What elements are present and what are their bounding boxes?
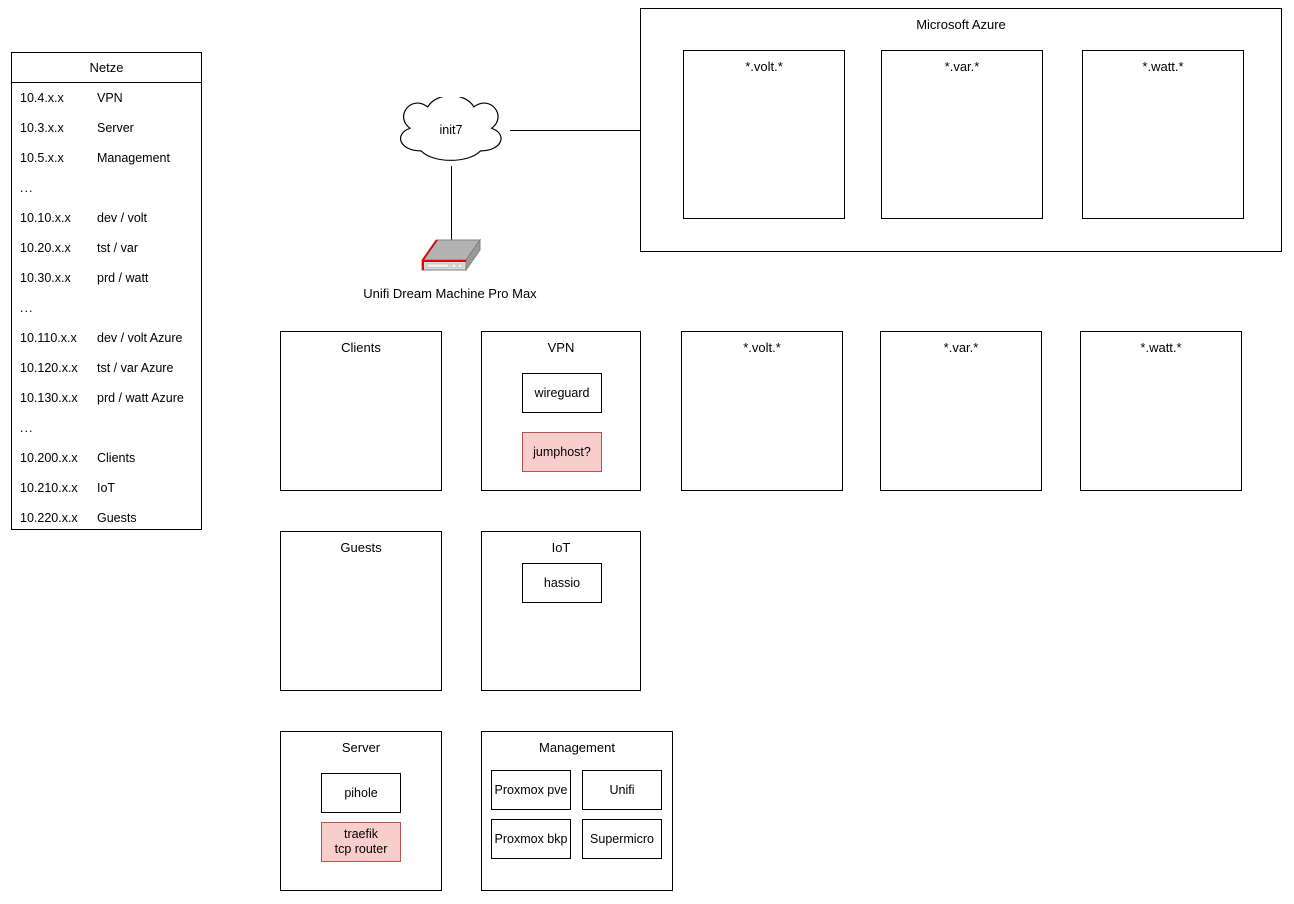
netze-name: tst / var xyxy=(97,241,138,255)
service-proxmox-bkp[interactable]: Proxmox bkp xyxy=(491,819,571,859)
netze-cidr: ... xyxy=(20,421,34,435)
vlan-iot: IoT hassio xyxy=(481,531,641,691)
netze-name: Management xyxy=(97,151,170,165)
netze-cidr: 10.220.x.x xyxy=(20,511,78,525)
service-label: jumphost? xyxy=(533,444,591,459)
vlan-watt: *.watt.* xyxy=(1080,331,1242,491)
service-jumphost[interactable]: jumphost? xyxy=(522,432,602,472)
netze-cidr: 10.4.x.x xyxy=(20,91,64,105)
azure-zone-watt: *.watt.* xyxy=(1082,50,1244,219)
vlan-clients: Clients xyxy=(280,331,442,491)
netze-name: tst / var Azure xyxy=(97,361,174,375)
service-unifi[interactable]: Unifi xyxy=(582,770,662,810)
netze-cidr: 10.3.x.x xyxy=(20,121,64,135)
table-row: 10.110.x.x dev / volt Azure xyxy=(12,323,201,353)
vlan-var: *.var.* xyxy=(880,331,1042,491)
azure-container: Microsoft Azure *.volt.* *.var.* *.watt.… xyxy=(640,8,1282,252)
netze-cidr: 10.30.x.x xyxy=(20,271,71,285)
netze-cidr: 10.210.x.x xyxy=(20,481,78,495)
service-label-line1: traefik xyxy=(343,827,379,841)
cloud-label: init7 xyxy=(439,123,463,137)
service-pihole[interactable]: pihole xyxy=(321,773,401,813)
service-label: Proxmox pve xyxy=(494,782,568,797)
netze-cidr: 10.110.x.x xyxy=(20,331,77,345)
connector-cloud-to-azure xyxy=(510,130,640,131)
netze-name: Server xyxy=(97,121,134,135)
service-label-line2: tcp router xyxy=(334,842,388,856)
connector-cloud-to-unifi xyxy=(451,166,452,242)
vlan-title: Clients xyxy=(341,340,381,355)
netze-name: dev / volt Azure xyxy=(97,331,183,345)
netze-table: Netze 10.4.x.x VPN 10.3.x.x Server 10.5.… xyxy=(11,52,202,530)
table-row-separator: ... xyxy=(12,293,201,323)
netze-name: VPN xyxy=(97,91,123,105)
vlan-title: Server xyxy=(341,740,381,755)
netze-name: dev / volt xyxy=(97,211,148,225)
vlan-volt: *.volt.* xyxy=(681,331,843,491)
netze-name: Guests xyxy=(97,511,137,525)
netze-table-header: Netze xyxy=(12,53,201,83)
azure-zone-var: *.var.* xyxy=(881,50,1043,219)
netze-name: IoT xyxy=(97,481,116,495)
netze-cidr: 10.200.x.x xyxy=(20,451,78,465)
service-label: pihole xyxy=(344,785,378,800)
netze-cidr: 10.130.x.x xyxy=(20,391,78,405)
firewall-appliance-icon xyxy=(421,238,481,272)
azure-zone-title: *.var.* xyxy=(944,59,980,74)
service-label: Supermicro xyxy=(590,831,654,846)
unifi-dream-machine-icon xyxy=(418,238,484,282)
vlan-title: VPN xyxy=(547,340,575,355)
table-row: 10.30.x.x prd / watt xyxy=(12,263,201,293)
service-proxmox-pve[interactable]: Proxmox pve xyxy=(491,770,571,810)
table-row: 10.20.x.x tst / var xyxy=(12,233,201,263)
unifi-device-caption: Unifi Dream Machine Pro Max xyxy=(363,286,537,301)
service-supermicro[interactable]: Supermicro xyxy=(582,819,662,859)
vlan-title: Guests xyxy=(340,540,382,555)
vlan-server: Server pihole traefik tcp router xyxy=(280,731,442,891)
cloud-icon xyxy=(399,95,502,161)
vlan-title: *.volt.* xyxy=(743,340,781,355)
vlan-title: *.var.* xyxy=(943,340,979,355)
vlan-vpn: VPN wireguard jumphost? xyxy=(481,331,641,491)
service-label: Unifi xyxy=(609,782,635,797)
netze-cidr: 10.20.x.x xyxy=(20,241,71,255)
netze-cidr: ... xyxy=(20,301,34,315)
service-traefik[interactable]: traefik tcp router xyxy=(321,822,401,862)
netze-cidr: 10.10.x.x xyxy=(20,211,71,225)
azure-zone-title: *.volt.* xyxy=(745,59,783,74)
table-row: 10.120.x.x tst / var Azure xyxy=(12,353,201,383)
netze-name: Clients xyxy=(97,451,136,465)
netze-name: prd / watt Azure xyxy=(97,391,184,405)
vlan-title: *.watt.* xyxy=(1140,340,1182,355)
table-row: 10.200.x.x Clients xyxy=(12,443,201,473)
table-row: 10.3.x.x Server xyxy=(12,113,201,143)
vlan-title: Management xyxy=(539,740,615,755)
azure-title: Microsoft Azure xyxy=(916,17,1006,32)
netze-table-body: 10.4.x.x VPN 10.3.x.x Server 10.5.x.x Ma… xyxy=(12,83,201,533)
vlan-management: Management Proxmox pve Unifi Proxmox bkp… xyxy=(481,731,673,891)
netze-cidr: ... xyxy=(20,181,34,195)
service-label: hassio xyxy=(543,575,581,590)
netze-name: prd / watt xyxy=(97,271,149,285)
azure-zone-volt: *.volt.* xyxy=(683,50,845,219)
table-row: 10.210.x.x IoT xyxy=(12,473,201,503)
table-row: 10.220.x.x Guests xyxy=(12,503,201,533)
netze-cidr: 10.5.x.x xyxy=(20,151,64,165)
service-label: Proxmox bkp xyxy=(494,831,568,846)
service-wireguard[interactable]: wireguard xyxy=(522,373,602,413)
table-row-separator: ... xyxy=(12,413,201,443)
service-hassio[interactable]: hassio xyxy=(522,563,602,603)
table-row-separator: ... xyxy=(12,173,201,203)
vlan-title: IoT xyxy=(551,540,571,555)
vlan-guests: Guests xyxy=(280,531,442,691)
cloud-init7: init7 xyxy=(389,95,513,169)
table-row: 10.5.x.x Management xyxy=(12,143,201,173)
azure-zone-title: *.watt.* xyxy=(1142,59,1184,74)
table-row: 10.130.x.x prd / watt Azure xyxy=(12,383,201,413)
table-row: 10.10.x.x dev / volt xyxy=(12,203,201,233)
service-label: wireguard xyxy=(534,385,590,400)
table-row: 10.4.x.x VPN xyxy=(12,83,201,113)
netze-cidr: 10.120.x.x xyxy=(20,361,78,375)
